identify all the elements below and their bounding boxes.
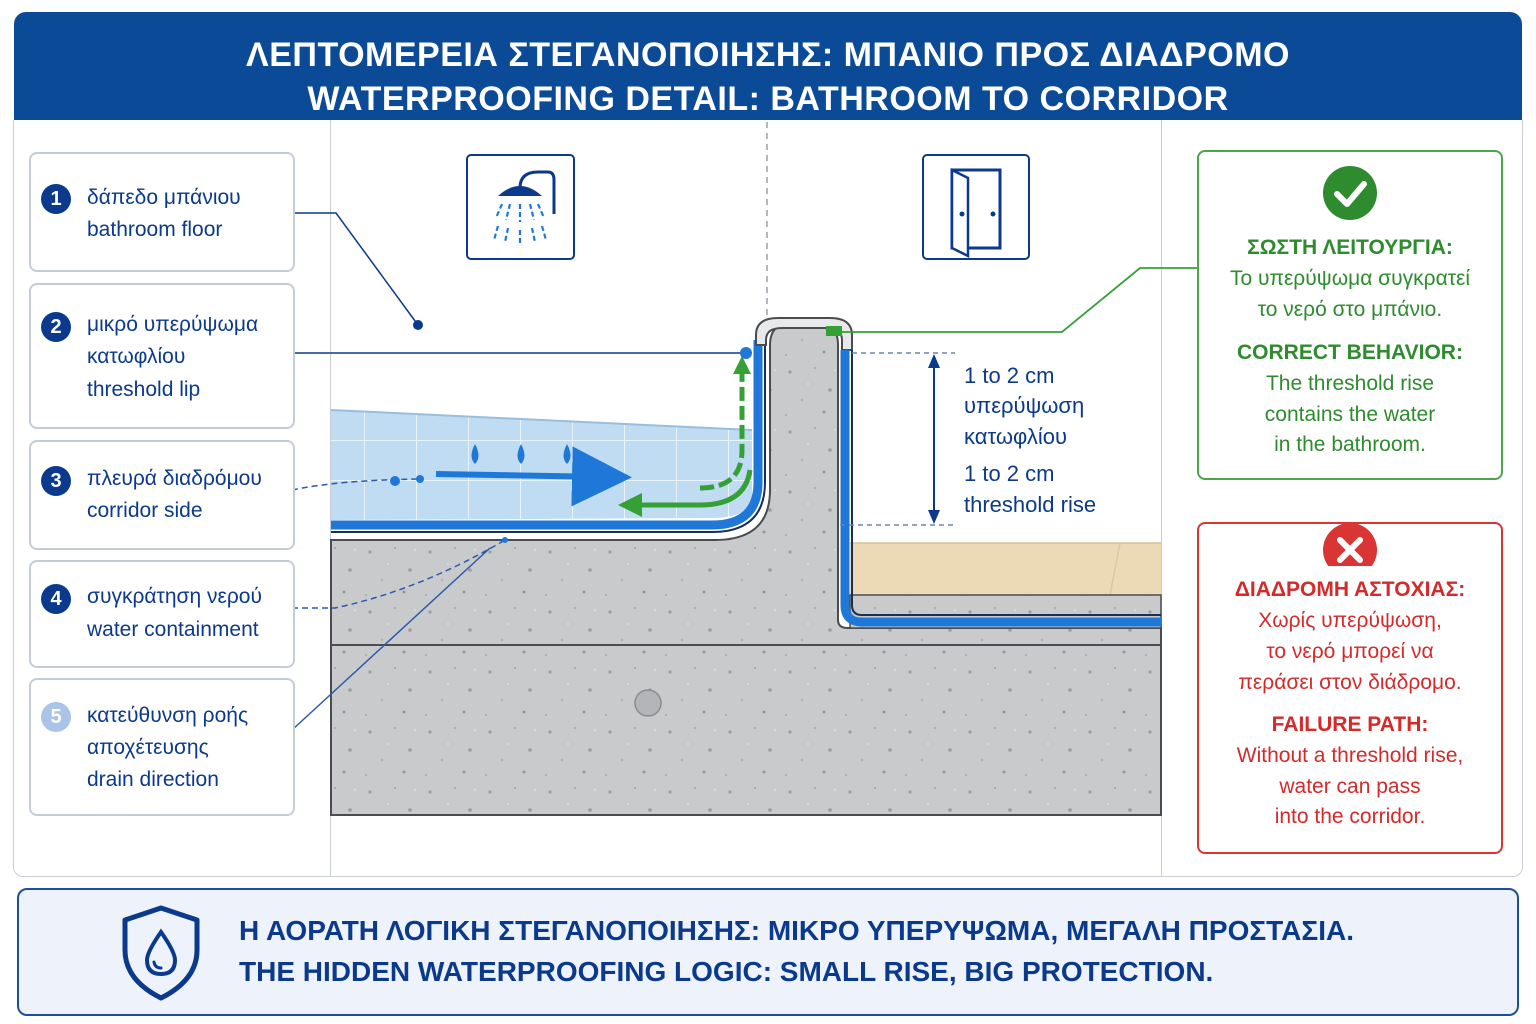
membrane-bathroom	[331, 340, 763, 530]
legend-number: 4	[41, 584, 71, 614]
structural-slab	[330, 644, 1162, 816]
title-english: WATERPROOFING DETAIL: BATHROOM TO CORRID…	[307, 80, 1229, 118]
legend-label-el: πλευρά διαδρόμου	[87, 467, 262, 490]
rise-label-el-3: κατωφλίου	[964, 424, 1068, 449]
bathroom-floor-tiles	[331, 410, 752, 520]
shower-icon	[466, 154, 575, 260]
legend-label-el-2: κατωφλίου	[87, 345, 186, 368]
failure-path-card: ΔΙΑΔΡΟΜΗ ΑΣΤΟΧΙΑΣ: Χωρίς υπερύψωση, το ν…	[1197, 522, 1503, 854]
correct-text-el-2: το νερό στο μπάνιο.	[1257, 298, 1443, 321]
title-banner: ΛΕΠΤΟΜΕΡΕΙΑ ΣΤΕΓΑΝΟΠΟΙΗΣΗΣ: ΜΠΑΝΙΟ ΠΡΟΣ …	[14, 12, 1522, 120]
checkmark-icon	[1323, 166, 1377, 220]
door-icon	[922, 154, 1030, 260]
legend-item-drain-direction: 5 κατεύθυνση ροής αποχέτευσης drain dire…	[29, 678, 295, 816]
water-flow-arrow	[435, 446, 632, 507]
rise-label-el-1: 1 to 2 cm	[964, 363, 1055, 388]
correct-text-en-2: contains the water	[1264, 403, 1436, 426]
legend-number: 1	[41, 184, 71, 214]
legend-label-en: drain direction	[87, 768, 219, 791]
failure-title-el: ΔΙΑΔΡΟΜΗ ΑΣΤΟΧΙΑΣ:	[1234, 578, 1466, 601]
failure-title-en: FAILURE PATH:	[1271, 713, 1429, 736]
leader-4	[292, 539, 506, 609]
failure-text-en-2: water can pass	[1279, 775, 1421, 798]
divider-left	[330, 120, 331, 877]
correct-behavior-card: ΣΩΣΤΗ ΛΕΙΤΟΥΡΓΙΑ: Το υπερύψωμα συγκρατεί…	[1197, 150, 1503, 480]
legend-item-threshold-lip: 2 μικρό υπερύψωμα κατωφλίου threshold li…	[29, 283, 295, 429]
footer-banner: Η ΑΟΡΑΤΗ ΛΟΓΙΚΗ ΣΤΕΓΑΝΟΠΟΙΗΣΗΣ: ΜΙΚΡΟ ΥΠ…	[17, 888, 1519, 1016]
leader-1	[292, 212, 419, 326]
legend-item-bathroom-floor: 1 δάπεδο μπάνιου bathroom floor	[29, 152, 295, 272]
water-drop-2	[517, 444, 525, 464]
legend-label-en: corridor side	[87, 499, 203, 522]
failure-text-el-3: περάσει στον διάδρομο.	[1238, 671, 1462, 694]
legend-label-el: συγκράτηση νερού	[87, 585, 262, 608]
shield-water-drop-icon	[122, 905, 200, 1001]
legend-item-corridor-side: 3 πλευρά διαδρόμου corridor side	[29, 440, 295, 550]
correct-text-el-1: Το υπερύψωμα συγκρατεί	[1229, 267, 1471, 290]
rise-label-en-2: threshold rise	[964, 492, 1097, 517]
legend-label-el-2: αποχέτευσης	[87, 736, 209, 759]
rise-label-el-2: υπερύψωση	[964, 393, 1085, 418]
legend-label-en: water containment	[87, 618, 259, 641]
containment-arrow-back	[640, 469, 753, 508]
legend-label-el: δάπεδο μπάνιου	[87, 186, 241, 209]
slab-void	[634, 689, 662, 717]
leader-correct	[832, 267, 1197, 333]
failure-text-el-1: Χωρίς υπερύψωση,	[1258, 609, 1442, 632]
legend-label-el: κατεύθυνση ροής	[87, 704, 249, 727]
membrane-corridor	[840, 350, 1161, 627]
leader-5	[291, 547, 491, 731]
correct-title-en: CORRECT BEHAVIOR:	[1237, 341, 1463, 364]
failure-text-el-2: το νερό μπορεί να	[1266, 640, 1434, 663]
title-greek: ΛΕΠΤΟΜΕΡΕΙΑ ΣΤΕΓΑΝΟΠΟΙΗΣΗΣ: ΜΠΑΝΙΟ ΠΡΟΣ …	[246, 36, 1290, 74]
legend-label-en: threshold lip	[87, 378, 201, 401]
water-drop-3	[563, 444, 571, 464]
rise-label-en-1: 1 to 2 cm	[964, 461, 1055, 486]
cross-icon	[1323, 523, 1377, 566]
legend-label-el: μικρό υπερύψωμα	[87, 313, 259, 336]
water-drop-1	[471, 444, 479, 464]
footer-text-el: Η ΑΟΡΑΤΗ ΛΟΓΙΚΗ ΣΤΕΓΑΝΟΠΟΙΗΣΗΣ: ΜΙΚΡΟ ΥΠ…	[239, 915, 1354, 946]
legend-item-water-containment: 4 συγκράτηση νερού water containment	[29, 560, 295, 668]
legend-number: 5	[41, 702, 71, 732]
corridor-floor-finish	[850, 543, 1161, 595]
correct-text-en-1: The threshold rise	[1265, 372, 1435, 395]
containment-arrow-up	[699, 368, 745, 491]
correct-text-en-3: in the bathroom.	[1274, 433, 1426, 456]
legend-label-en: bathroom floor	[87, 218, 223, 241]
failure-text-en-1: Without a threshold rise,	[1236, 744, 1464, 767]
leader-3	[291, 478, 421, 491]
divider-right	[1161, 120, 1162, 877]
correct-title-el: ΣΩΣΤΗ ΛΕΙΤΟΥΡΓΙΑ:	[1247, 236, 1453, 259]
footer-text-en: THE HIDDEN WATERPROOFING LOGIC: SMALL RI…	[239, 956, 1214, 987]
legend-number: 2	[41, 312, 71, 342]
failure-text-en-3: into the corridor.	[1274, 805, 1426, 828]
legend-number: 3	[41, 466, 71, 496]
